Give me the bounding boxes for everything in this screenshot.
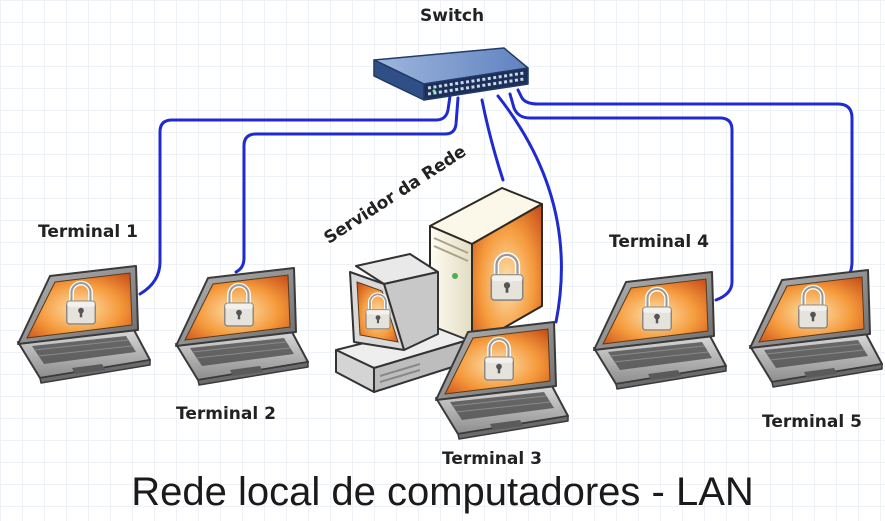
- terminal-4-label: Terminal 4: [609, 232, 709, 252]
- terminal-3-label: Terminal 3: [442, 449, 542, 469]
- switch-label: Switch: [420, 6, 485, 26]
- server-tower-icon: [429, 187, 543, 347]
- diagram-caption: Rede local de computadores - LAN: [131, 470, 754, 514]
- cable-server: [480, 98, 505, 182]
- cable-terminal-4: [508, 92, 734, 302]
- terminal-1-label: Terminal 1: [38, 222, 138, 242]
- laptop-terminal-4: [594, 272, 726, 389]
- cable-terminal-3: [496, 94, 563, 324]
- terminal-2-label: Terminal 2: [176, 404, 276, 424]
- cable-terminal-1: [138, 94, 452, 296]
- terminal-5-label: Terminal 5: [762, 412, 862, 432]
- laptop-terminal-5: [750, 270, 882, 387]
- desktop-computer-icon: [335, 253, 469, 393]
- network-switch-icon: [373, 47, 529, 101]
- laptop-terminal-2: [176, 268, 308, 385]
- laptop-terminal-1: [18, 266, 150, 383]
- cable-terminal-2: [234, 96, 460, 274]
